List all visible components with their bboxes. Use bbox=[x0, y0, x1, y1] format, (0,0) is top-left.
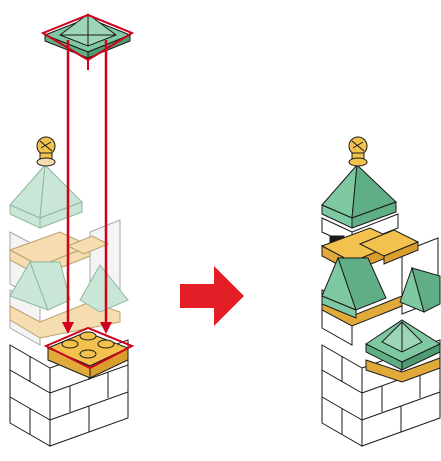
stud bbox=[80, 332, 96, 340]
stud bbox=[62, 340, 78, 348]
roof-upper-after bbox=[322, 165, 396, 228]
ghost-roof-upper bbox=[10, 165, 82, 228]
new-roof-piece bbox=[43, 14, 132, 60]
stud bbox=[98, 340, 114, 348]
stud bbox=[80, 350, 96, 358]
tower-after bbox=[322, 137, 440, 446]
finial-after bbox=[349, 137, 367, 166]
right-arrow-icon bbox=[180, 266, 244, 326]
finial-before bbox=[37, 137, 55, 166]
tower-before bbox=[10, 14, 132, 446]
